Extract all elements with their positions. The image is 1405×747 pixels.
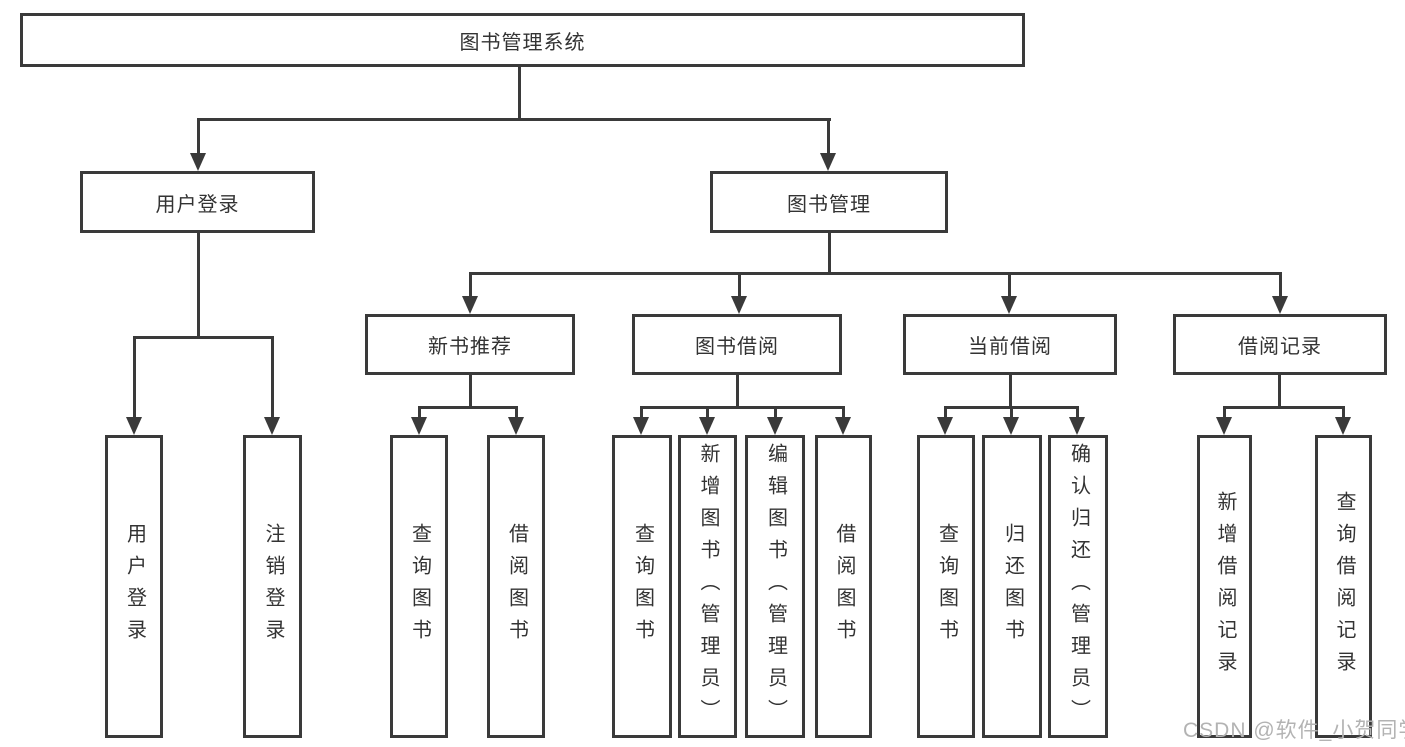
connector-userlogin-bar bbox=[133, 336, 274, 339]
arrowhead bbox=[508, 417, 524, 435]
leaf-label: 编辑图书（管理员） bbox=[764, 442, 787, 731]
connector-bookmgmt-bar bbox=[470, 272, 1282, 275]
connector-arrow-shaft bbox=[133, 336, 136, 417]
connector-bookborrow-stub bbox=[736, 375, 739, 406]
connector-arrow-shaft bbox=[1010, 406, 1013, 417]
arrowhead bbox=[1335, 417, 1351, 435]
arrowhead bbox=[699, 417, 715, 435]
leaf-query-borrow-record: 查询借阅记录 bbox=[1315, 435, 1372, 738]
connector-root-stub bbox=[518, 67, 521, 118]
connector-arrow-shaft bbox=[706, 406, 709, 417]
arrowhead bbox=[411, 417, 427, 435]
leaf-label: 确认归还（管理员） bbox=[1067, 442, 1090, 731]
arrowhead bbox=[820, 153, 836, 171]
connector-arrow-shaft bbox=[1279, 272, 1282, 296]
connector-bookborrow-bar bbox=[641, 406, 844, 409]
leaf-label: 归还图书 bbox=[1001, 522, 1024, 651]
leaf-label: 新增图书（管理员） bbox=[697, 442, 719, 731]
connector-arrow-shaft bbox=[418, 406, 421, 417]
connector-newbook-bar bbox=[418, 406, 518, 409]
arrowhead bbox=[1001, 296, 1017, 314]
connector-arrow-shaft bbox=[271, 336, 274, 417]
leaf-label: 查询图书 bbox=[935, 522, 958, 651]
arrowhead bbox=[1216, 417, 1232, 435]
arrowhead bbox=[264, 417, 280, 435]
connector-arrow-shaft bbox=[827, 118, 830, 153]
arrowhead bbox=[731, 296, 747, 314]
connector-records-stub bbox=[1278, 375, 1281, 406]
arrowhead bbox=[1003, 417, 1019, 435]
leaf-label: 注销登录 bbox=[262, 522, 284, 651]
arrowhead bbox=[190, 153, 206, 171]
node-book-management-system: 图书管理系统 bbox=[20, 13, 1025, 67]
watermark-text: CSDN @软件_小贺同学 bbox=[1183, 719, 1405, 742]
connector-userlogin-stub bbox=[197, 233, 200, 336]
connector-bookmgmt-stub bbox=[828, 233, 831, 272]
arrowhead bbox=[767, 417, 783, 435]
leaf-label: 查询图书 bbox=[408, 522, 431, 651]
leaf-user-login: 用户登录 bbox=[105, 435, 163, 738]
leaf-label: 借阅图书 bbox=[505, 522, 528, 651]
connector-arrow-shaft bbox=[640, 406, 643, 417]
node-book-borrowing: 图书借阅 bbox=[632, 314, 842, 375]
connector-arrow-shaft bbox=[1342, 406, 1345, 417]
connector-arrow-shaft bbox=[1008, 272, 1011, 296]
leaf-add-books-admin: 新增图书（管理员） bbox=[678, 435, 737, 738]
arrowhead bbox=[462, 296, 478, 314]
connector-arrow-shaft bbox=[738, 272, 741, 296]
leaf-borrow-books-borrow: 借阅图书 bbox=[815, 435, 872, 738]
arrowhead bbox=[1272, 296, 1288, 314]
leaf-add-borrow-record: 新增借阅记录 bbox=[1197, 435, 1252, 738]
arrowhead bbox=[126, 417, 142, 435]
connector-records-bar bbox=[1223, 406, 1345, 409]
arrowhead bbox=[835, 417, 851, 435]
arrowhead bbox=[937, 417, 953, 435]
connector-curborrow-stub bbox=[1009, 375, 1012, 406]
connector-arrow-shaft bbox=[944, 406, 947, 417]
leaf-edit-books-admin: 编辑图书（管理员） bbox=[745, 435, 805, 738]
leaf-label: 查询图书 bbox=[631, 522, 654, 651]
connector-arrow-shaft bbox=[469, 272, 472, 296]
node-user-login: 用户登录 bbox=[80, 171, 315, 233]
node-book-management: 图书管理 bbox=[710, 171, 948, 233]
connector-arrow-shaft bbox=[842, 406, 845, 417]
leaf-label: 用户登录 bbox=[123, 522, 146, 651]
leaf-label: 查询借阅记录 bbox=[1333, 490, 1355, 683]
node-borrowing-records: 借阅记录 bbox=[1173, 314, 1387, 375]
leaf-borrow-books-newrec: 借阅图书 bbox=[487, 435, 545, 738]
leaf-query-books-borrow: 查询图书 bbox=[612, 435, 672, 738]
arrowhead bbox=[633, 417, 649, 435]
connector-arrow-shaft bbox=[197, 118, 200, 153]
leaf-query-books-newrec: 查询图书 bbox=[390, 435, 448, 738]
connector-arrow-shaft bbox=[1076, 406, 1079, 417]
leaf-label: 借阅图书 bbox=[833, 522, 855, 651]
leaf-label: 新增借阅记录 bbox=[1214, 490, 1236, 683]
connector-root-bar bbox=[197, 118, 831, 121]
leaf-query-books-current: 查询图书 bbox=[917, 435, 975, 738]
connector-arrow-shaft bbox=[774, 406, 777, 417]
leaf-return-books: 归还图书 bbox=[982, 435, 1042, 738]
node-current-borrowing: 当前借阅 bbox=[903, 314, 1117, 375]
connector-arrow-shaft bbox=[515, 406, 518, 417]
connector-arrow-shaft bbox=[1223, 406, 1226, 417]
arrowhead bbox=[1069, 417, 1085, 435]
connector-newbook-stub bbox=[469, 375, 472, 406]
node-new-book-recommend: 新书推荐 bbox=[365, 314, 575, 375]
leaf-confirm-return-admin: 确认归还（管理员） bbox=[1048, 435, 1108, 738]
leaf-logout: 注销登录 bbox=[243, 435, 302, 738]
